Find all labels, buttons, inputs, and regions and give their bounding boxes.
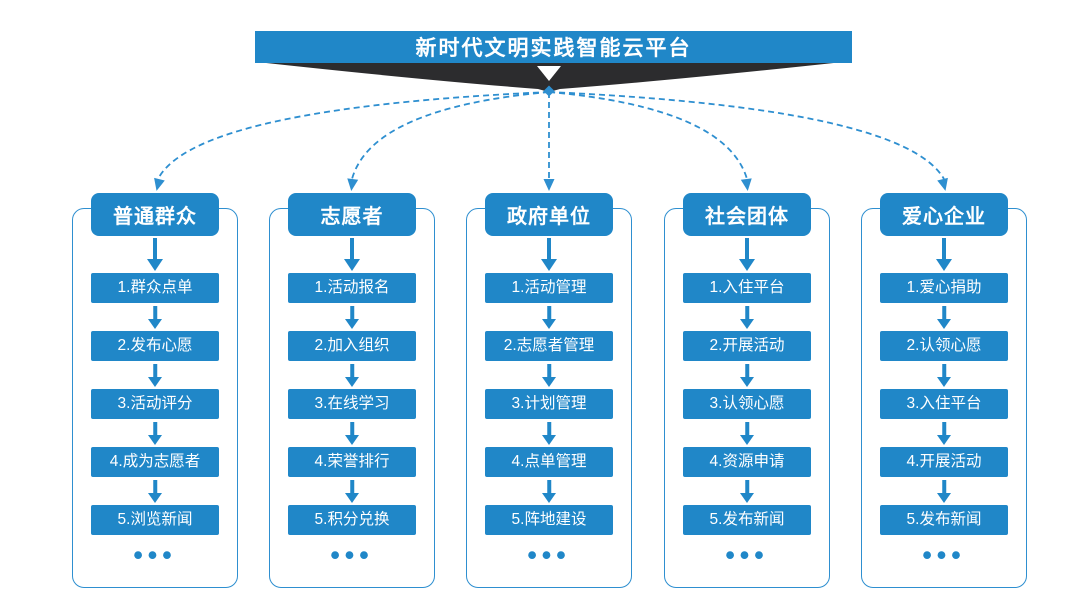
column-government-units: 政府单位 1.活动管理 2.志愿者管理 3.计划管理 4.点单管理 5.阵地建设… — [466, 193, 632, 588]
arrow-down-icon — [738, 236, 756, 273]
step-box: 2.发布心愿 — [91, 331, 219, 361]
ellipsis-dots: ••• — [330, 540, 374, 570]
connector-arrowhead-icon — [154, 177, 165, 191]
step-box: 5.积分兑换 — [288, 505, 416, 535]
step-box: 3.认领心愿 — [683, 389, 811, 419]
step-box: 1.活动管理 — [485, 273, 613, 303]
arrow-down-icon — [540, 477, 558, 505]
column-caring-enterprises: 爱心企业 1.爱心捐助 2.认领心愿 3.入住平台 4.开展活动 5.发布新闻 … — [861, 193, 1027, 588]
step-box: 3.在线学习 — [288, 389, 416, 419]
step-box: 1.爱心捐助 — [880, 273, 1008, 303]
arrow-down-icon — [540, 361, 558, 389]
arrow-down-icon — [738, 303, 756, 331]
arrow-down-icon — [146, 361, 164, 389]
arrow-down-icon — [935, 419, 953, 447]
arrow-down-icon — [935, 236, 953, 273]
step-box: 4.开展活动 — [880, 447, 1008, 477]
column-header: 普通群众 — [91, 193, 219, 236]
column-general-public: 普通群众 1.群众点单 2.发布心愿 3.活动评分 4.成为志愿者 5.浏览新闻… — [72, 193, 238, 588]
step-box: 5.发布新闻 — [880, 505, 1008, 535]
connector-arrowhead-icon — [740, 178, 752, 191]
arrow-down-icon — [738, 477, 756, 505]
arrow-down-icon — [146, 477, 164, 505]
connector-arrowhead-icon — [543, 179, 555, 191]
arrow-down-icon — [935, 477, 953, 505]
step-box: 4.荣誉排行 — [288, 447, 416, 477]
step-box: 5.浏览新闻 — [91, 505, 219, 535]
arrow-down-icon — [540, 236, 558, 273]
step-box: 4.点单管理 — [485, 447, 613, 477]
arrow-down-icon — [935, 361, 953, 389]
step-box: 4.资源申请 — [683, 447, 811, 477]
arrow-down-icon — [540, 303, 558, 331]
column-header: 爱心企业 — [880, 193, 1008, 236]
step-box: 1.入住平台 — [683, 273, 811, 303]
dashed-connector-line — [548, 91, 945, 180]
arrow-down-icon — [343, 419, 361, 447]
ellipsis-dots: ••• — [725, 540, 769, 570]
arrow-down-icon — [343, 303, 361, 331]
step-box: 3.入住平台 — [880, 389, 1008, 419]
step-box: 2.认领心愿 — [880, 331, 1008, 361]
step-box: 5.阵地建设 — [485, 505, 613, 535]
dashed-connector-line — [548, 91, 748, 180]
ribbon-notch-icon — [537, 66, 561, 81]
page-title: 新时代文明实践智能云平台 — [415, 37, 692, 60]
step-box: 2.开展活动 — [683, 331, 811, 361]
step-box: 2.加入组织 — [288, 331, 416, 361]
step-box: 3.计划管理 — [485, 389, 613, 419]
arrow-down-icon — [146, 419, 164, 447]
connector-hub-dot — [543, 85, 555, 97]
arrow-down-icon — [146, 303, 164, 331]
step-box: 1.活动报名 — [288, 273, 416, 303]
step-box: 3.活动评分 — [91, 389, 219, 419]
arrow-down-icon — [935, 303, 953, 331]
arrow-down-icon — [343, 477, 361, 505]
column-header: 志愿者 — [288, 193, 416, 236]
ellipsis-dots: ••• — [133, 540, 177, 570]
arrow-down-icon — [540, 419, 558, 447]
dashed-connector-line — [157, 91, 550, 180]
arrow-down-icon — [146, 236, 164, 273]
arrow-down-icon — [738, 361, 756, 389]
column-header: 政府单位 — [485, 193, 613, 236]
arrow-down-icon — [343, 236, 361, 273]
ellipsis-dots: ••• — [922, 540, 966, 570]
step-box: 5.发布新闻 — [683, 505, 811, 535]
ribbon-shadow — [257, 62, 843, 92]
step-box: 1.群众点单 — [91, 273, 219, 303]
arrow-down-icon — [738, 419, 756, 447]
step-box: 4.成为志愿者 — [91, 447, 219, 477]
arrow-down-icon — [343, 361, 361, 389]
connector-arrowhead-icon — [937, 177, 948, 191]
connector-arrowhead-icon — [347, 178, 359, 191]
title-banner: 新时代文明实践智能云平台 — [255, 31, 852, 63]
column-volunteers: 志愿者 1.活动报名 2.加入组织 3.在线学习 4.荣誉排行 5.积分兑换 •… — [269, 193, 435, 588]
step-box: 2.志愿者管理 — [485, 331, 613, 361]
dashed-connector-line — [351, 91, 550, 180]
column-header: 社会团体 — [683, 193, 811, 236]
ellipsis-dots: ••• — [527, 540, 571, 570]
column-social-groups: 社会团体 1.入住平台 2.开展活动 3.认领心愿 4.资源申请 5.发布新闻 … — [664, 193, 830, 588]
